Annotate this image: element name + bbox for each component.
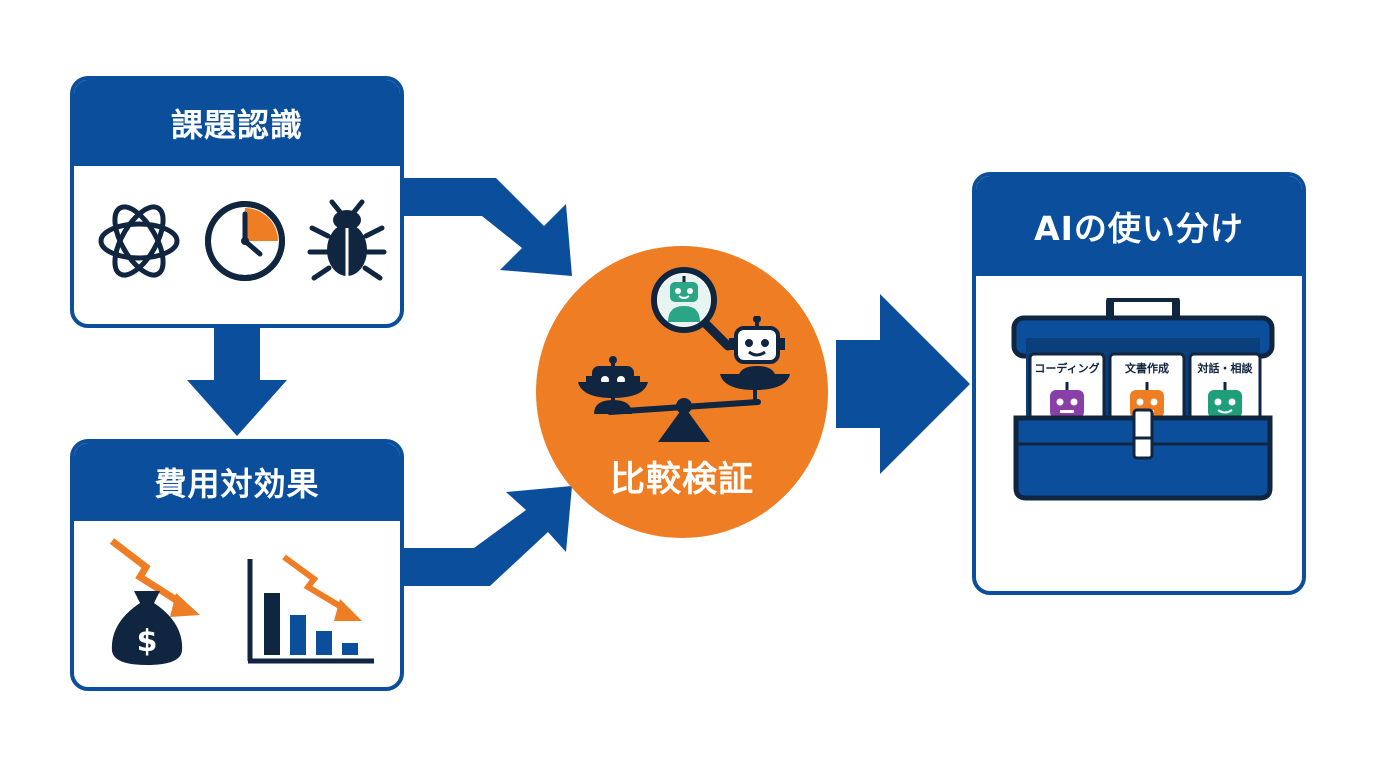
- cost-effectiveness-title: 費用対効果: [74, 443, 400, 521]
- ai-knot-icon: [96, 198, 182, 288]
- money-bag-decrease-icon: $: [104, 533, 234, 677]
- ai-usage-card: AIの使い分け コーディング 文書作成: [972, 172, 1306, 595]
- cost-to-compare-arrow: [404, 486, 572, 586]
- tool-label: 対話・相談: [1197, 361, 1254, 375]
- issue-recognition-card: 課題認識: [70, 76, 404, 328]
- comparison-title: 比較検証: [609, 460, 754, 500]
- tool-label: コーディング: [1034, 361, 1099, 375]
- down-arrow: [187, 328, 287, 436]
- svg-text:$: $: [137, 624, 158, 659]
- toolbox-icon: コーディング 文書作成 対話・相談: [1010, 294, 1276, 534]
- compare-to-ai-arrow: [836, 294, 970, 474]
- tool-label: 文書作成: [1125, 361, 1169, 375]
- balance-scale-icon: [574, 372, 794, 448]
- magnifier-robot-icon: [648, 264, 738, 358]
- comparison-circle: 比較検証: [536, 246, 828, 538]
- bar-chart-decrease-icon: [244, 553, 384, 672]
- clock-icon: [202, 198, 288, 288]
- ai-usage-title: AIの使い分け: [976, 176, 1302, 276]
- bug-icon: [304, 198, 390, 288]
- issue-to-compare-arrow: [404, 178, 572, 276]
- issue-recognition-title: 課題認識: [74, 80, 400, 166]
- cost-effectiveness-card: 費用対効果 $: [70, 439, 404, 691]
